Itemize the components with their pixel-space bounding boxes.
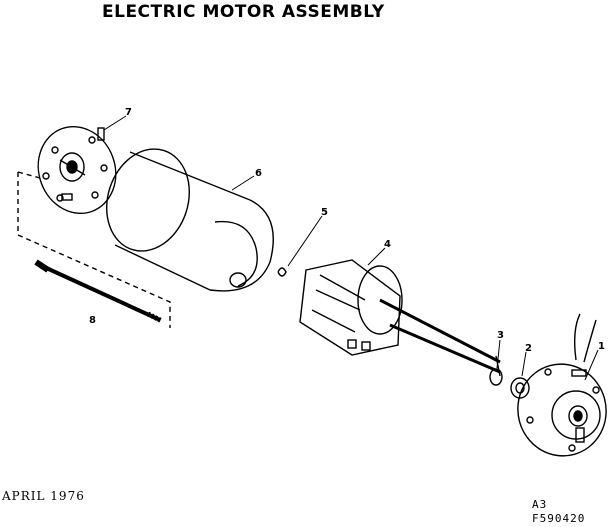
part-5-clip xyxy=(277,267,287,277)
part-code-line-1: A3 xyxy=(532,498,548,511)
callout-8: 8 xyxy=(89,315,96,326)
part-7-end-plate xyxy=(37,125,117,215)
assembly-bracket xyxy=(17,171,171,328)
callout-6: 6 xyxy=(255,168,262,179)
leader-lines xyxy=(103,115,599,381)
callout-5: 5 xyxy=(321,207,328,218)
part-3-washer xyxy=(489,368,503,386)
callout-7: 7 xyxy=(125,107,132,118)
callout-2: 2 xyxy=(525,343,532,354)
callout-4: 4 xyxy=(384,239,391,250)
publication-date: APRIL 1976 xyxy=(2,489,85,503)
part-8-through-bolt xyxy=(34,259,164,324)
diagram-title: ELECTRIC MOTOR ASSEMBLY xyxy=(102,2,385,22)
callout-1: 1 xyxy=(598,341,605,352)
callout-3: 3 xyxy=(497,330,504,341)
part-code-line-2: F590420 xyxy=(532,512,586,525)
callout-numbers: 7 6 5 4 8 3 2 1 xyxy=(89,107,605,354)
part-1-end-plate xyxy=(517,313,607,457)
part-4-armature xyxy=(299,259,501,377)
part-6-housing xyxy=(106,148,274,292)
